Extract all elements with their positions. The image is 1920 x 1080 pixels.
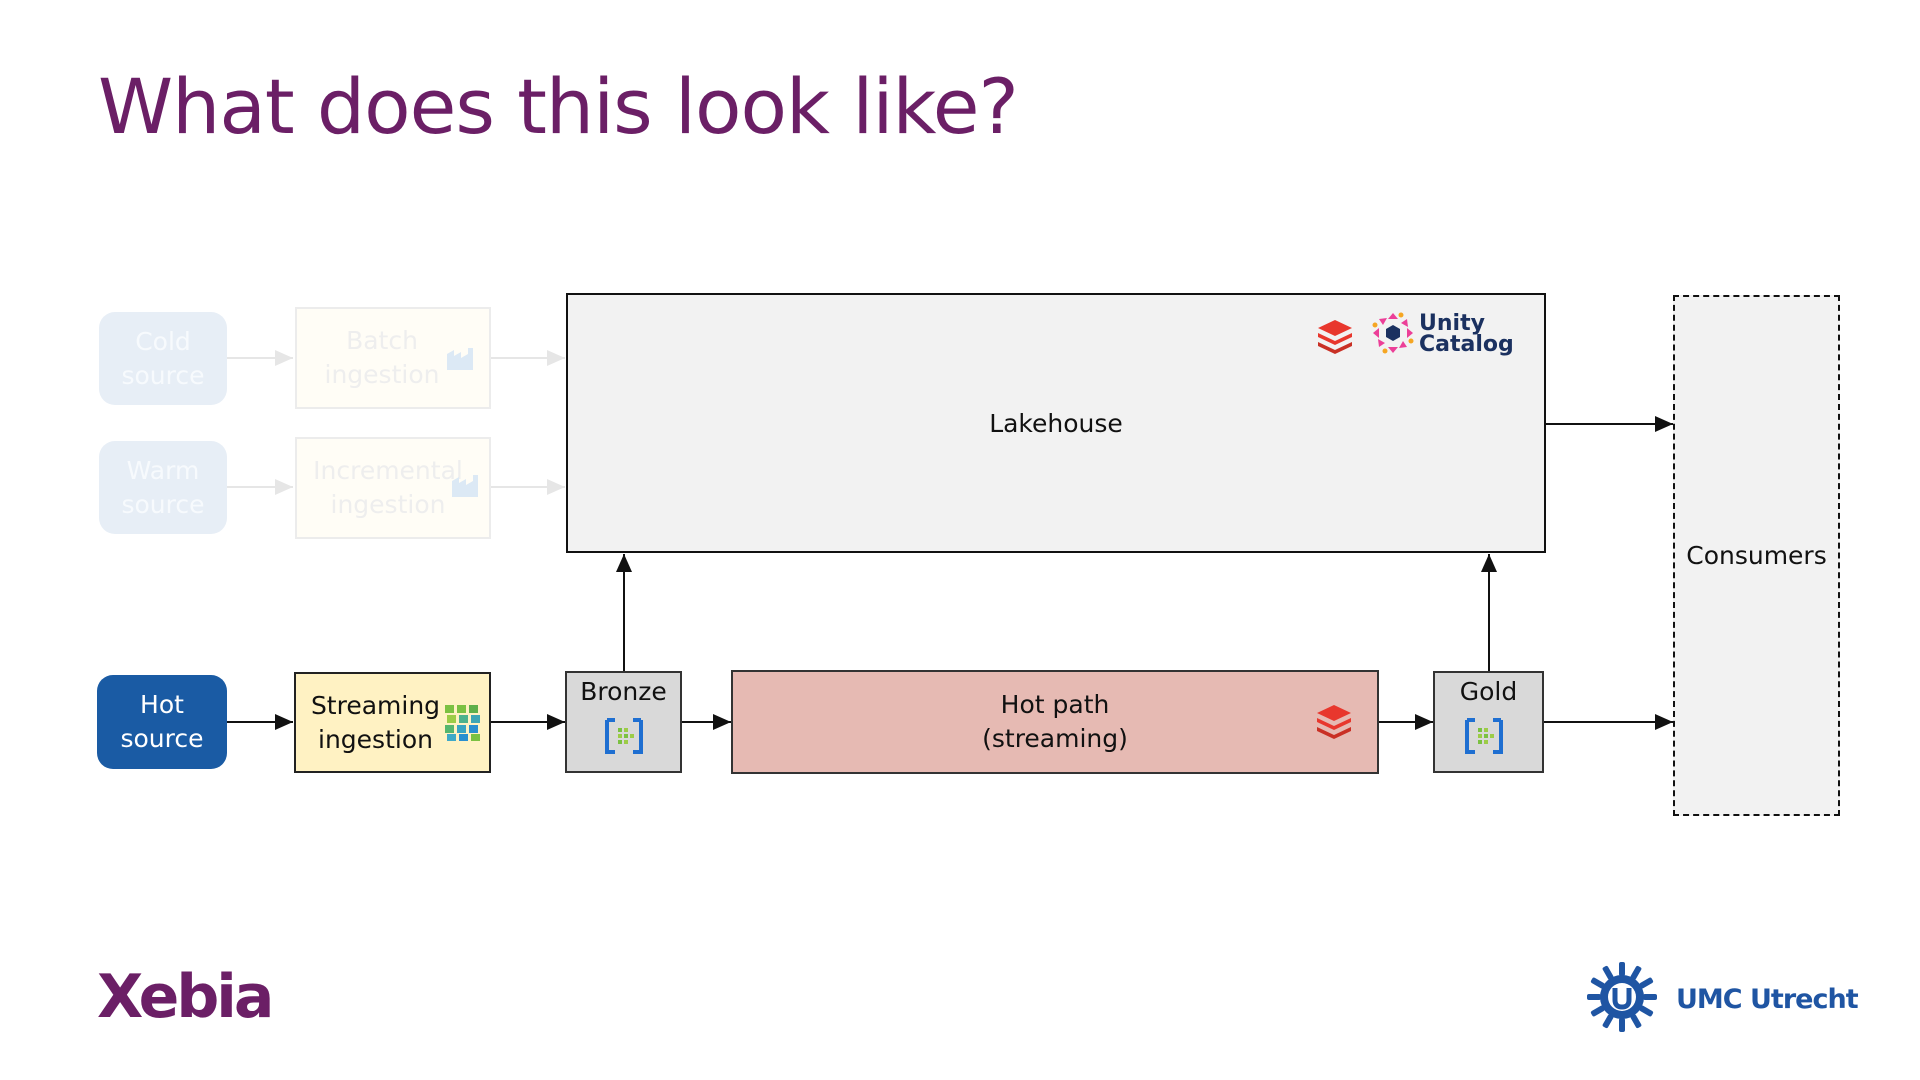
hot-source-label-1: Hot (140, 690, 184, 719)
umc-utrecht-emblem-icon (1587, 962, 1657, 1032)
hot-path-label-2: (streaming) (982, 724, 1128, 753)
hot-path-label-1: Hot path (1000, 690, 1110, 719)
batch-ingestion-label-1: Batch (346, 326, 418, 355)
cold-source-box: Cold source (99, 312, 227, 405)
warm-source-box: Warm source (99, 441, 227, 534)
stream-analytics-icon (445, 705, 480, 741)
incremental-ingestion-box: Incremental ingestion (295, 437, 491, 539)
warm-source-label-1: Warm (126, 455, 200, 485)
umc-utrecht-logo: UMC Utrecht (1676, 984, 1859, 1015)
hot-source-box: Hot source (97, 675, 227, 769)
faded-connectors (227, 350, 565, 495)
consumers-box: Consumers (1673, 295, 1840, 816)
hot-source-label-2: source (120, 724, 204, 753)
databricks-stack-icon (1318, 320, 1352, 354)
lakehouse-box: Lakehouse (566, 293, 1546, 553)
data-factory-icon (452, 475, 478, 497)
consumers-label: Consumers (1686, 540, 1827, 570)
databricks-stack-icon (1317, 705, 1351, 739)
unity-catalog-label-1: Unity (1419, 311, 1485, 336)
streaming-ingestion-label-1: Streaming (310, 690, 441, 720)
xebia-logo: Xebia (97, 962, 274, 1032)
warm-source-label-2: source (121, 489, 205, 519)
cold-source-label-2: source (121, 360, 205, 390)
slide-title: What does this look like? (98, 62, 1019, 151)
incremental-ingestion-label-1: Incremental (313, 456, 463, 485)
unity-catalog-wordmark: Unity Catalog (1419, 311, 1514, 357)
storage-icon (605, 718, 643, 754)
unity-catalog-label-2: Catalog (1419, 332, 1514, 357)
data-factory-icon (447, 348, 473, 370)
cold-source-label-1: Cold (135, 326, 191, 356)
gold-box: Gold (1433, 671, 1544, 773)
unity-catalog-icon (1372, 312, 1414, 354)
incremental-ingestion-label-2: ingestion (330, 490, 446, 519)
batch-ingestion-label-2: ingestion (324, 360, 440, 389)
streaming-ingestion-label-2: ingestion (318, 724, 433, 754)
hot-path-box: Hot path (streaming) (731, 670, 1379, 774)
bronze-box: Bronze (565, 671, 682, 773)
lakehouse-label: Lakehouse (989, 409, 1123, 438)
streaming-ingestion-box: Streaming ingestion (294, 672, 491, 773)
gold-label: Gold (1459, 677, 1518, 706)
storage-icon (1465, 718, 1503, 754)
bronze-label: Bronze (580, 677, 667, 706)
